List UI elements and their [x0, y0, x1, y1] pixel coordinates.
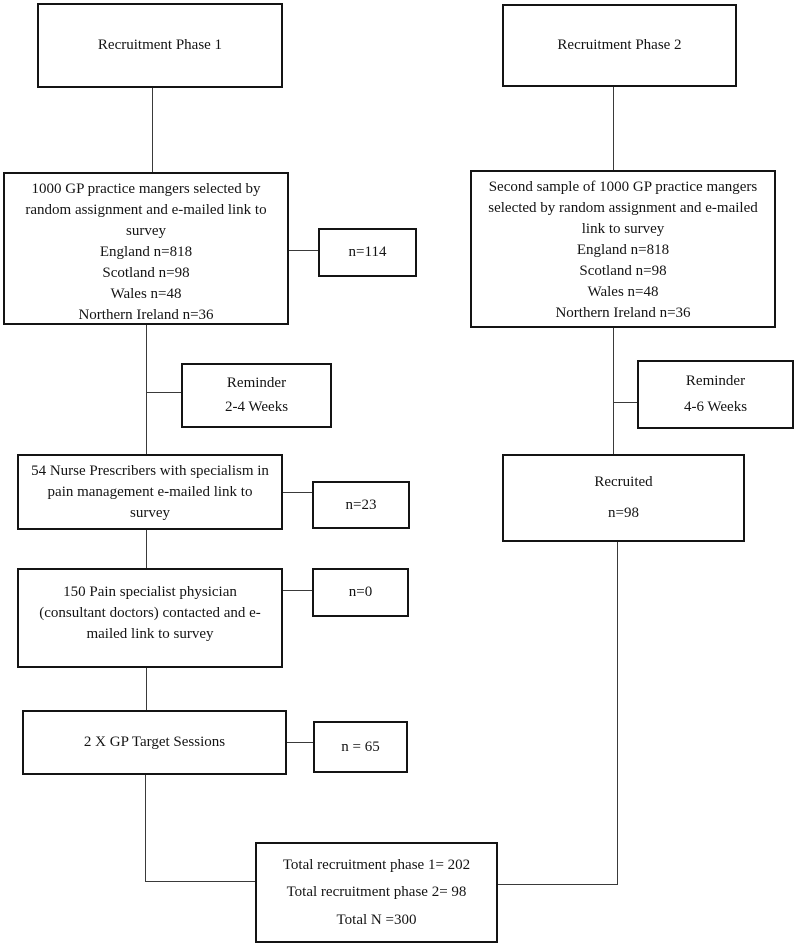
- gp-target-sessions-box: 2 X GP Target Sessions: [22, 710, 287, 775]
- phase2-scotland-count: Scotland n=98: [579, 263, 667, 279]
- phase2-nireland-count: Northern Ireland n=36: [555, 305, 691, 321]
- total-recruitment-box: Total recruitment phase 1= 202 Total rec…: [255, 842, 498, 943]
- connector-to-reminder1: [147, 392, 181, 393]
- reminder1-title: Reminder: [226, 374, 287, 391]
- connector-gp-sessions-down: [145, 775, 146, 882]
- pain-specialist-box: 150 Pain specialist physician (consultan…: [17, 568, 283, 668]
- n23-label: n=23: [345, 496, 377, 513]
- reminder-4-6-weeks-box: Reminder 4-6 Weeks: [637, 360, 794, 429]
- total-phase2-label: Total recruitment phase 2= 98: [286, 884, 467, 900]
- recruitment-phase-1-label: Recruitment Phase 1: [97, 37, 223, 53]
- connector-pain-to-gp-sessions: [146, 668, 147, 710]
- phase2-wales-count: Wales n=48: [587, 284, 659, 300]
- reminder-2-4-weeks-box: Reminder 2-4 Weeks: [181, 363, 332, 428]
- n0-label: n=0: [348, 584, 373, 600]
- connector-sample1-to-nurses: [146, 325, 147, 454]
- connector-phase1-header-to-sample: [152, 88, 153, 172]
- recruited-n: n=98: [608, 505, 639, 521]
- recruited-box: Recruited n=98: [502, 454, 745, 542]
- pain-specialist-text: 150 Pain specialist physician (consultan…: [39, 584, 261, 642]
- n65-label: n = 65: [341, 738, 380, 755]
- recruited-title: Recruited: [594, 474, 653, 490]
- connector-nurses-to-n23: [283, 492, 312, 493]
- connector-gp-sessions-to-n65: [287, 742, 313, 743]
- n65-box: n = 65: [313, 721, 408, 773]
- n114-label: n=114: [348, 244, 387, 260]
- phase1-sample-text: 1000 GP practice mangers selected by ran…: [25, 181, 267, 239]
- nurse-prescribers-box: 54 Nurse Prescribers with specialism in …: [17, 454, 283, 530]
- nurse-prescribers-text: 54 Nurse Prescribers with specialism in …: [31, 462, 269, 521]
- phase1-scotland-count: Scotland n=98: [102, 265, 190, 281]
- connector-left-to-total: [145, 881, 255, 882]
- phase1-nireland-count: Northern Ireland n=36: [78, 307, 214, 323]
- phase1-england-count: England n=818: [99, 244, 193, 260]
- reminder2-title: Reminder: [685, 373, 746, 389]
- gp-target-sessions-text: 2 X GP Target Sessions: [83, 734, 226, 750]
- n0-box: n=0: [312, 568, 409, 617]
- grand-total-label: Total N =300: [336, 911, 417, 928]
- phase2-sample-text: Second sample of 1000 GP practice manger…: [488, 179, 758, 237]
- reminder2-interval: 4-6 Weeks: [683, 399, 748, 415]
- connector-nurses-to-pain: [146, 530, 147, 568]
- total-phase1-label: Total recruitment phase 1= 202: [282, 856, 471, 873]
- connector-right-to-total: [498, 884, 617, 885]
- n114-box: n=114: [318, 228, 417, 277]
- n23-box: n=23: [312, 481, 410, 529]
- connector-phase2-header-to-sample: [613, 87, 614, 170]
- recruitment-phase-2-box: Recruitment Phase 2: [502, 4, 737, 87]
- phase1-wales-count: Wales n=48: [110, 286, 182, 302]
- connector-sample2-to-recruited: [613, 328, 614, 454]
- phase2-sample-box: Second sample of 1000 GP practice manger…: [470, 170, 776, 328]
- connector-to-reminder2: [613, 402, 637, 403]
- phase2-england-count: England n=818: [576, 242, 670, 258]
- connector-pain-to-n0: [283, 590, 312, 591]
- phase1-sample-box: 1000 GP practice mangers selected by ran…: [3, 172, 289, 325]
- connector-sample1-to-n114: [289, 250, 318, 251]
- reminder1-interval: 2-4 Weeks: [224, 399, 289, 416]
- connector-recruited-down: [617, 542, 618, 885]
- recruitment-phase-2-label: Recruitment Phase 2: [557, 37, 682, 53]
- recruitment-phase-1-box: Recruitment Phase 1: [37, 3, 283, 88]
